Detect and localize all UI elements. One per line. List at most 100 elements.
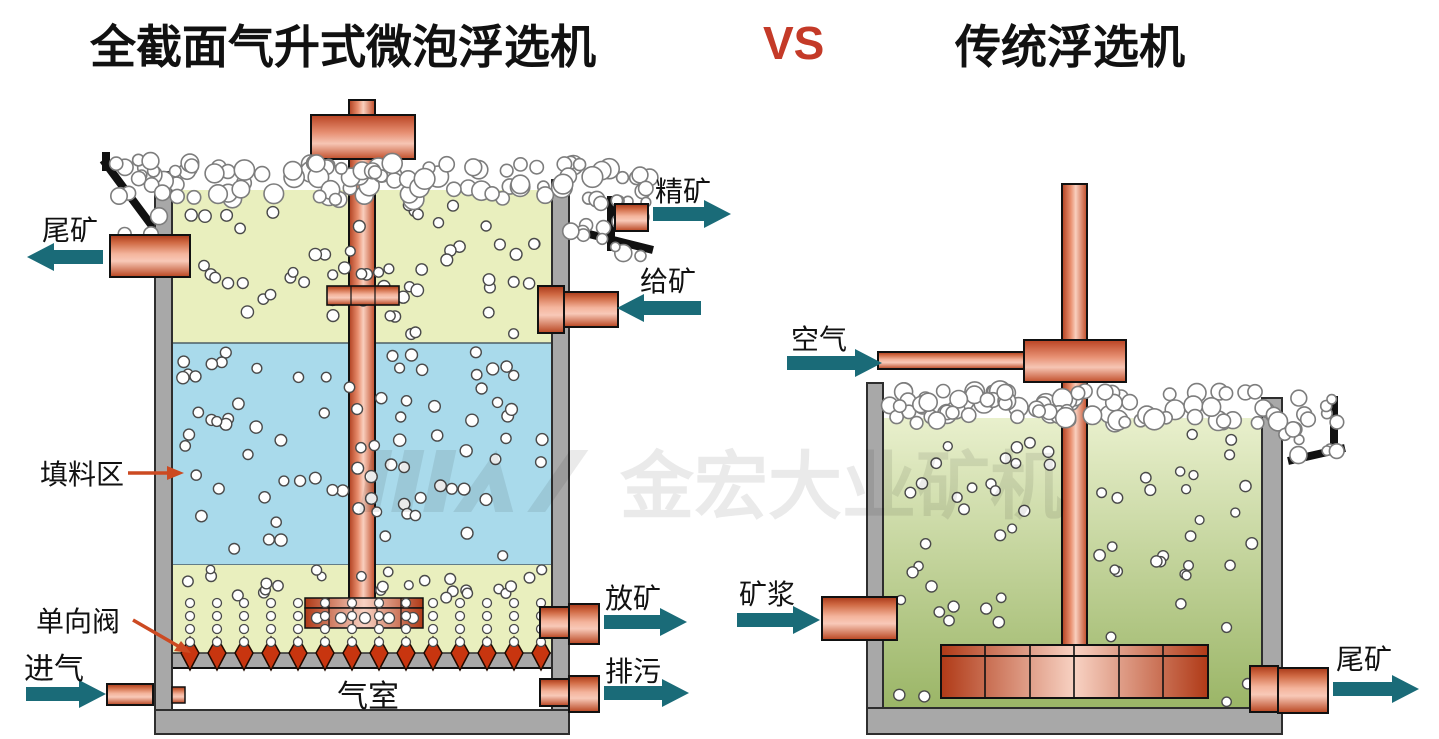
- column-bubble: [373, 610, 385, 622]
- right-tank-bottom: [866, 707, 1283, 735]
- air-feed-pipe: [877, 351, 1026, 370]
- bubble: [507, 328, 520, 340]
- column-bubble: [184, 597, 196, 609]
- bubble: [480, 220, 492, 232]
- bubble: [176, 370, 190, 385]
- bubble: [272, 579, 284, 592]
- column-bubble: [454, 610, 466, 622]
- bubble: [258, 490, 271, 504]
- froth-bubble: [1326, 393, 1338, 405]
- bubble: [308, 471, 322, 485]
- froth-bubble: [312, 189, 327, 204]
- froth-bubble: [1143, 407, 1166, 431]
- bubble: [410, 283, 425, 298]
- bubble: [212, 482, 225, 495]
- bubble: [355, 267, 368, 280]
- bubble: [231, 589, 244, 602]
- bubble: [383, 263, 395, 275]
- check-valve-label: 单向阀: [36, 606, 120, 637]
- aerator-hole: [334, 611, 348, 625]
- right-tailings-stub: [1249, 665, 1279, 713]
- froth-bubble: [204, 163, 225, 184]
- bubble: [461, 587, 474, 600]
- bubble: [1223, 449, 1236, 461]
- column-bubble: [238, 636, 250, 648]
- froth-bubble: [593, 195, 609, 212]
- column-bubble: [265, 597, 277, 609]
- froth-bubble: [184, 158, 200, 174]
- froth-bubble: [1218, 385, 1234, 401]
- bubble: [264, 288, 277, 301]
- bubble: [352, 502, 366, 516]
- bubble: [500, 360, 513, 373]
- bubble: [1010, 457, 1022, 469]
- column-bubble: [400, 623, 412, 635]
- froth-bubble: [529, 159, 545, 175]
- watermark-logo-icon: [359, 450, 589, 512]
- froth-bubble: [413, 167, 436, 190]
- froth-bubble: [1201, 396, 1222, 417]
- bubble: [475, 382, 488, 395]
- bubble: [915, 477, 929, 490]
- feed-pipe-collar: [537, 285, 565, 334]
- bubbles-left: [176, 198, 549, 604]
- column-bubble: [346, 597, 358, 609]
- froth-layer-left: [108, 151, 659, 263]
- bubble: [320, 371, 332, 383]
- bubble: [486, 362, 500, 376]
- column-bubble: [427, 623, 439, 635]
- bubble: [336, 484, 350, 498]
- bubble: [242, 448, 254, 461]
- bubble: [1093, 548, 1107, 562]
- feed-arrow-icon: [617, 294, 701, 322]
- froth-bubble: [169, 188, 185, 205]
- bubble: [404, 348, 419, 362]
- right-title: 传统浮选机: [954, 21, 1185, 73]
- concentrate-label: 精矿: [655, 176, 711, 207]
- bubble: [925, 580, 938, 593]
- slurry-pipe: [821, 596, 898, 641]
- left-machine: 尾矿 精矿 给矿 填料区 单向阀 进气 气室 放矿 排污: [24, 99, 731, 735]
- bubble: [352, 219, 366, 234]
- bubble: [418, 574, 431, 587]
- bubble: [403, 579, 414, 591]
- bubble: [400, 394, 413, 407]
- column-bubble: [454, 597, 466, 609]
- froth-bubble: [1247, 383, 1263, 400]
- watermark-text: 金宏大业矿机: [620, 445, 1064, 528]
- froth-bubble: [153, 184, 171, 202]
- right-tank-wall-left: [866, 382, 884, 711]
- bubble: [995, 592, 1007, 604]
- check-valve-diamond-icon: [369, 635, 389, 672]
- bubble: [260, 577, 273, 590]
- bubble: [522, 277, 536, 290]
- froth-bubble: [510, 174, 531, 195]
- check-valves: [180, 635, 551, 672]
- bubble: [220, 208, 234, 222]
- aerator-hole: [382, 611, 396, 625]
- froth-bubble: [328, 192, 343, 207]
- froth-bubble: [1070, 385, 1086, 401]
- column-bubble: [346, 610, 358, 622]
- froth-bubble: [141, 151, 160, 171]
- bubble: [262, 533, 276, 546]
- froth-bubble: [263, 183, 285, 205]
- froth-bubble: [1284, 420, 1302, 438]
- bubble: [189, 370, 202, 383]
- bubble: [384, 310, 396, 322]
- bubble: [491, 396, 504, 409]
- bubble: [434, 479, 448, 493]
- bubble: [1010, 440, 1024, 454]
- bubble: [179, 439, 192, 452]
- feed-label: 给矿: [640, 266, 696, 297]
- froth-bubble: [381, 152, 404, 175]
- bubble: [1225, 433, 1238, 446]
- bubble: [182, 428, 196, 441]
- bubble: [205, 564, 216, 575]
- bubble: [966, 482, 978, 494]
- bubble: [1224, 559, 1236, 572]
- right-tank-wall-right: [1261, 397, 1283, 711]
- bubble: [1180, 484, 1192, 495]
- bubble: [918, 690, 931, 703]
